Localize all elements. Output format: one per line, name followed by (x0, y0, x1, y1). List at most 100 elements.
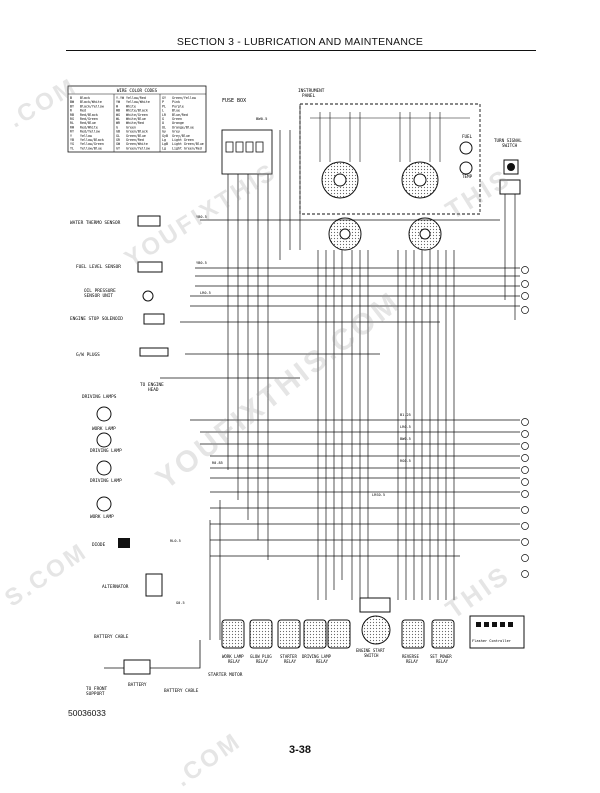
flasher-controller-label: Flasher Controller (472, 639, 512, 643)
wire-color-cell: L (162, 109, 164, 113)
wire-color-cell: Black/White (80, 100, 102, 104)
wire-label-11: G0.5 (176, 601, 185, 605)
left-components: WATER THERMO SENSOR FUEL LEVEL SENSOR OI… (70, 215, 243, 697)
wire-color-cell: Gy (162, 130, 166, 134)
wire-color-cell: Purple (172, 104, 184, 108)
wire-color-cell: P (162, 100, 164, 104)
wire-color-cell: Y (70, 134, 72, 138)
wire-color-cell: Blue/Red (172, 113, 188, 117)
wire-color-cell: Red/White (80, 125, 98, 129)
glow-plugs-label: G/W PLUGS (76, 352, 100, 358)
wire-label-1: YB0.5 (196, 215, 207, 219)
wire-color-cell: White/Green (126, 113, 148, 117)
temp-label: TEMP (462, 174, 473, 179)
wire-color-cell: YW (116, 100, 120, 104)
wire-color-cell: WR (116, 121, 120, 125)
wire-color-cell: White/Black (126, 109, 148, 113)
wire-color-table-title: WIRE COLOR CODES (117, 88, 158, 93)
work-lamp-2-label: WORK LAMP (90, 514, 114, 520)
wire-label-4: B1.25 (400, 413, 411, 417)
driving-lamp-1-label: DRIVING LAMP (90, 448, 122, 454)
wire-color-cell: Red/Black (80, 113, 98, 117)
engine-start-switch (361, 615, 391, 645)
flasher-controller (469, 615, 525, 649)
wire-color-cell: Red (80, 109, 86, 113)
wire-label-3: LR0.5 (200, 291, 211, 295)
alternator-label: ALTERNATOR (102, 584, 129, 590)
right-terminals (521, 266, 529, 578)
wire-color-cell: Green/White (126, 142, 148, 146)
wire-color-cell: Yellow/White (126, 100, 150, 104)
wire-color-cell: Y.YW (116, 96, 124, 100)
wire-color-cell: GY (116, 146, 120, 150)
wire-color-cell: RG (70, 117, 74, 121)
wire-color-cell: Yellow/Blue (80, 146, 102, 150)
wire-color-cell: Red/Blue (80, 121, 96, 125)
wire-color-cell: Black/Yellow (80, 104, 104, 108)
wire-color-cell: GY (162, 96, 166, 100)
wire-color-cell: Red/Green (80, 117, 98, 121)
wire-color-cell: YL (70, 146, 74, 150)
page-number: 3-38 (288, 744, 312, 756)
wire-label-7: R0.85 (212, 461, 223, 465)
wire-color-cell: Orange/Blue (172, 125, 194, 129)
wire-color-cell: Lg (162, 138, 166, 142)
wire-color-cell: Green (126, 125, 136, 129)
wire-color-cell: GB (116, 130, 120, 134)
wire-color-cell: O (162, 121, 164, 125)
wire-label-9: LRS0.5 (372, 493, 385, 497)
wire-color-cell: Yellow/Red (126, 96, 146, 100)
wire-label-5: LR0.5 (400, 425, 411, 429)
wire-bundle (160, 104, 520, 640)
wire-color-cell: Orange (172, 121, 184, 125)
wire-color-cell: YG (70, 142, 74, 146)
wire-color-cell: Green (172, 117, 182, 121)
wire-color-cell: GL (116, 134, 120, 138)
wire-color-cell: White (126, 104, 136, 108)
wire-color-cell: RB (70, 113, 74, 117)
wire-label-2: YB0.5 (196, 261, 207, 265)
wire-label-10: RL0.5 (170, 539, 181, 543)
fuse-wire-label: BW0.5 (256, 116, 267, 121)
wire-color-cell: WL (116, 117, 120, 121)
battery-label: BATTERY (128, 682, 147, 688)
wire-color-cell: G (162, 117, 164, 121)
wire-color-cell: Red/Yellow (80, 130, 100, 134)
wire-color-cell: Grey/Blue (172, 134, 190, 138)
wire-color-cell: Yellow (80, 134, 92, 138)
wire-color-cell: G (116, 125, 118, 129)
wire-color-cell: GR (116, 138, 120, 142)
section-header: SECTION 3 - LUBRICATION AND MAINTENANCE (176, 36, 424, 48)
wire-color-cell: BY (70, 104, 74, 108)
wire-color-cell: Light Green/Blue (172, 142, 204, 146)
diode-label: DIODE (92, 542, 106, 548)
wire-color-cell: B (70, 96, 72, 100)
wire-color-cell: Green/Blue (126, 134, 146, 138)
wire-color-cell: OL (162, 125, 166, 129)
middle-connectors (328, 217, 442, 251)
wire-color-cell: Pink (172, 100, 180, 104)
fuel-label: FUEL (462, 134, 473, 139)
wire-color-cell: R (70, 109, 72, 113)
wire-color-cell: RY (70, 130, 74, 134)
wire-color-cell: RL (70, 121, 74, 125)
wire-color-cell: Yellow/Black (80, 138, 104, 142)
header-rule (66, 50, 536, 51)
wire-label-8: RG0.5 (400, 459, 411, 463)
engine-stop-label: ENGINE STOP SOLENOID (70, 316, 123, 322)
fuse-box: FUSE BOX BW0.5 (221, 98, 273, 175)
fuse-box-label: FUSE BOX (222, 98, 246, 104)
